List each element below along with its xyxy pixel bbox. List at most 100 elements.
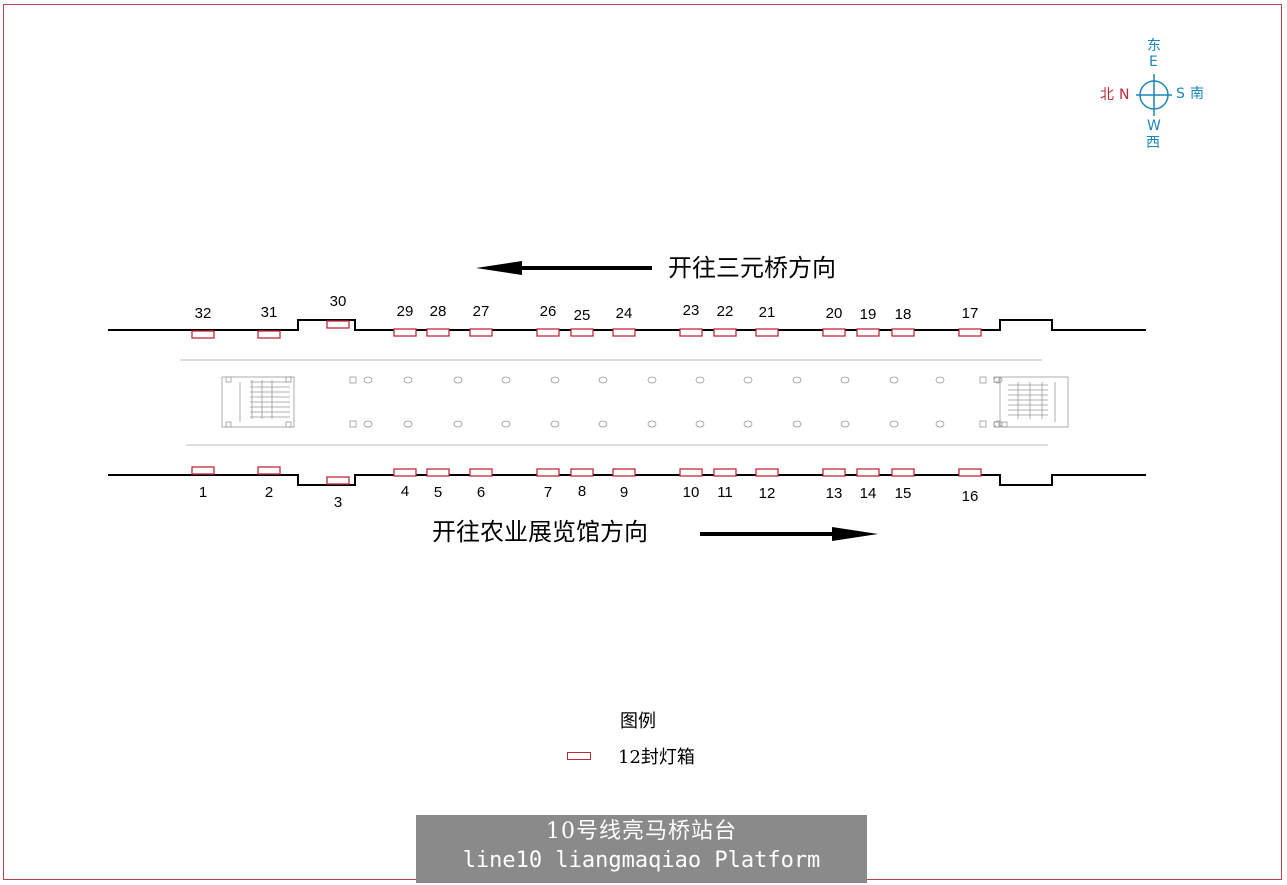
lightbox-number-11: 11 — [717, 484, 733, 501]
lightbox-1 — [191, 466, 215, 475]
bottom-platform-edge — [108, 474, 1146, 486]
lightbox-5 — [426, 468, 450, 477]
lightbox-number-1: 1 — [199, 484, 207, 501]
lightbox-21 — [755, 328, 779, 337]
lightbox-12 — [755, 468, 779, 477]
lightbox-number-9: 9 — [620, 484, 628, 501]
compass-east-en: E — [1149, 54, 1158, 70]
direction-label-top: 开往三元桥方向 — [668, 254, 836, 282]
column — [647, 376, 657, 384]
column — [453, 420, 463, 428]
title-block: 10号线亮马桥站台 line10 liangmaqiao Platform — [416, 815, 867, 883]
column — [695, 376, 705, 384]
lightbox-19 — [856, 328, 880, 337]
lightbox-number-2: 2 — [265, 484, 273, 501]
column — [935, 376, 945, 384]
lightbox-31 — [257, 330, 281, 339]
lightbox-number-5: 5 — [434, 484, 442, 501]
lightbox-number-10: 10 — [683, 484, 700, 501]
lightbox-number-20: 20 — [826, 305, 843, 322]
lightbox-number-26: 26 — [540, 303, 557, 320]
lightbox-number-8: 8 — [578, 483, 586, 500]
column — [993, 376, 1003, 384]
lightbox-30 — [326, 320, 350, 329]
lightbox-15 — [891, 468, 915, 477]
lightbox-7 — [536, 468, 560, 477]
column — [501, 420, 511, 428]
lightbox-number-28: 28 — [430, 303, 447, 320]
column — [979, 376, 987, 384]
lightbox-number-7: 7 — [544, 484, 552, 501]
lightbox-23 — [679, 328, 703, 337]
lightbox-number-6: 6 — [477, 484, 485, 501]
lightbox-number-19: 19 — [860, 306, 877, 323]
lightbox-number-29: 29 — [397, 303, 414, 320]
lightbox-13 — [822, 468, 846, 477]
lightbox-18 — [891, 328, 915, 337]
column — [889, 420, 899, 428]
compass-south-en: S — [1176, 86, 1185, 102]
column — [695, 420, 705, 428]
column — [792, 420, 802, 428]
column — [647, 420, 657, 428]
lightbox-6 — [469, 468, 493, 477]
column — [453, 376, 463, 384]
lightbox-10 — [679, 468, 703, 477]
column — [993, 420, 1003, 428]
compass-south-cn: 南 — [1190, 86, 1204, 102]
column — [840, 376, 850, 384]
lightbox-32 — [191, 330, 215, 339]
column — [550, 420, 560, 428]
lightbox-number-17: 17 — [962, 305, 979, 322]
compass-north-cn: 北 — [1100, 87, 1114, 103]
title-chinese: 10号线亮马桥站台 — [546, 819, 737, 844]
lightbox-number-32: 32 — [195, 305, 212, 322]
lightbox-number-21: 21 — [759, 304, 776, 321]
lightbox-20 — [822, 328, 846, 337]
lightbox-number-14: 14 — [860, 485, 877, 502]
arrow-left — [476, 261, 652, 275]
legend-title: 图例 — [620, 711, 656, 732]
compass-west-cn: 西 — [1146, 135, 1160, 151]
legend-item-label: 12封灯箱 — [618, 747, 695, 768]
column — [979, 420, 987, 428]
arrow-right — [700, 527, 878, 541]
compass-symbol — [1136, 74, 1172, 116]
lightbox-number-25: 25 — [574, 307, 591, 324]
lightbox-24 — [612, 328, 636, 337]
column — [403, 420, 413, 428]
compass-east-cn: 东 — [1147, 38, 1161, 54]
lightbox-number-30: 30 — [330, 293, 347, 310]
column — [403, 376, 413, 384]
column — [743, 420, 753, 428]
lightbox-4 — [393, 468, 417, 477]
lightbox-17 — [958, 328, 982, 337]
lightbox-number-27: 27 — [473, 303, 490, 320]
lightbox-number-3: 3 — [334, 494, 342, 511]
lightbox-3 — [326, 476, 350, 485]
legend-item: 12封灯箱 — [567, 745, 695, 768]
column — [840, 420, 850, 428]
column — [598, 420, 608, 428]
direction-label-bottom: 开往农业展览馆方向 — [432, 518, 648, 546]
platform-columns — [349, 376, 1003, 428]
lightbox-number-23: 23 — [683, 302, 700, 319]
lightbox-14 — [856, 468, 880, 477]
column — [363, 420, 373, 428]
title-english: line10 liangmaqiao Platform — [462, 848, 821, 873]
compass-north-en: N — [1119, 87, 1130, 103]
column — [363, 376, 373, 384]
lightbox-29 — [393, 328, 417, 337]
lightbox-25 — [570, 328, 594, 337]
top-platform-edge — [108, 319, 1146, 331]
column — [501, 376, 511, 384]
lightbox-28 — [426, 328, 450, 337]
lightbox-number-22: 22 — [717, 303, 734, 320]
legend-lightbox-swatch — [567, 752, 591, 760]
lightbox-number-12: 12 — [759, 485, 776, 502]
column — [349, 376, 357, 384]
lightbox-number-31: 31 — [261, 304, 278, 321]
